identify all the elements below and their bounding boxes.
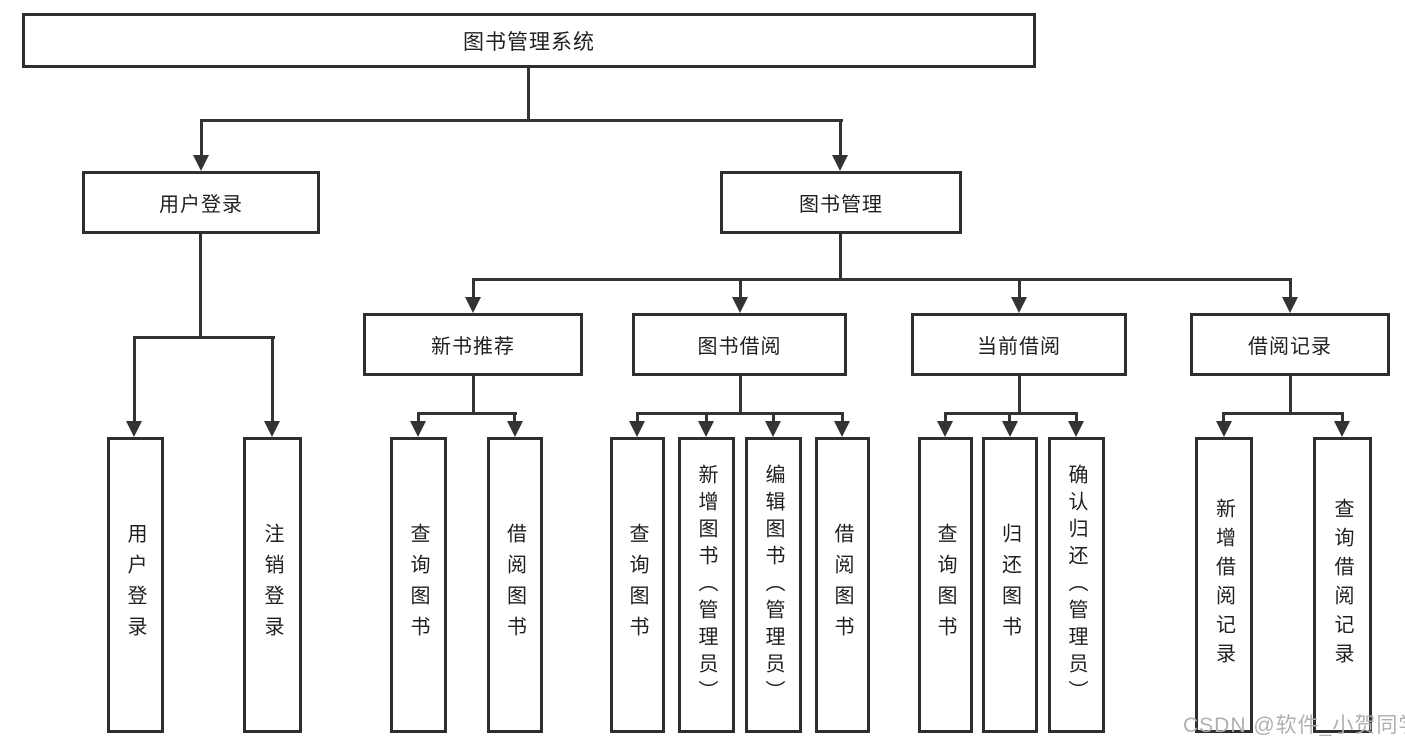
connector-group-bar [1222, 412, 1343, 415]
connector-userlogin-stub [133, 336, 136, 423]
leaf-query-books-borrowing: 查询图书 [610, 437, 665, 733]
connector-leaf-stub [1075, 412, 1078, 424]
connector-root-stem [527, 66, 530, 120]
connector-arrowhead [1334, 421, 1350, 437]
connector-leaf-stub [1341, 412, 1344, 424]
connector-arrowhead [937, 421, 953, 437]
connector-leaf-stub [1008, 412, 1011, 424]
connector-leaf-stub [705, 412, 708, 424]
connector-arrowhead [1002, 421, 1018, 437]
connector-arrowhead [126, 421, 142, 437]
connector-arrowhead [507, 421, 523, 437]
leaf-add-book-admin: 新增图书（管理员） [678, 437, 735, 733]
connector-root-bar [200, 119, 843, 122]
connector-arrowhead [465, 297, 481, 313]
connector-arrowhead [410, 421, 426, 437]
connector-arrowhead [832, 155, 848, 171]
connector-group-stem [739, 376, 742, 415]
leaf-logout: 注销登录 [243, 437, 302, 733]
connector-l3-stub [472, 278, 475, 300]
leaf-borrow-books-borrowing: 借阅图书 [815, 437, 870, 733]
connector-userlogin-stem [199, 234, 202, 339]
node-current-borrowing: 当前借阅 [911, 313, 1127, 376]
node-new-book-recommend: 新书推荐 [363, 313, 583, 376]
leaf-query-borrow-record: 查询借阅记录 [1313, 437, 1372, 733]
connector-arrowhead [193, 155, 209, 171]
node-book-management: 图书管理 [720, 171, 962, 234]
leaf-confirm-return-admin: 确认归还（管理员） [1048, 437, 1105, 733]
connector-arrowhead [732, 297, 748, 313]
connector-bookmgmt-bar [472, 278, 1292, 281]
connector-arrowhead [834, 421, 850, 437]
connector-leaf-stub [513, 412, 516, 424]
connector-root-right-stub [839, 119, 842, 157]
connector-leaf-stub [841, 412, 844, 424]
connector-arrowhead [264, 421, 280, 437]
connector-leaf-stub [636, 412, 639, 424]
connector-leaf-stub [944, 412, 947, 424]
connector-root-left-stub [200, 119, 203, 157]
connector-leaf-stub [417, 412, 420, 424]
leaf-query-books-recommend: 查询图书 [390, 437, 447, 733]
leaf-query-books-current: 查询图书 [918, 437, 973, 733]
leaf-edit-book-admin: 编辑图书（管理员） [745, 437, 802, 733]
connector-group-bar [636, 412, 844, 415]
node-book-borrowing: 图书借阅 [632, 313, 847, 376]
connector-arrowhead [698, 421, 714, 437]
connector-arrowhead [629, 421, 645, 437]
node-user-login: 用户登录 [82, 171, 320, 234]
connector-leaf-stub [772, 412, 775, 424]
csdn-watermark: CSDN @软件_小贺同学 [1183, 714, 1405, 737]
connector-bookmgmt-stem [839, 234, 842, 281]
connector-arrowhead [765, 421, 781, 437]
connector-userlogin-bar [133, 336, 275, 339]
leaf-add-borrow-record: 新增借阅记录 [1195, 437, 1253, 733]
connector-arrowhead [1216, 421, 1232, 437]
leaf-return-book: 归还图书 [982, 437, 1038, 733]
connector-userlogin-stub [271, 336, 274, 423]
connector-arrowhead [1068, 421, 1084, 437]
connector-group-bar [944, 412, 1078, 415]
connector-group-bar [417, 412, 517, 415]
connector-l3-stub [739, 278, 742, 300]
connector-leaf-stub [1222, 412, 1225, 424]
connector-l3-stub [1289, 278, 1292, 300]
connector-group-stem [472, 376, 475, 415]
connector-arrowhead [1282, 297, 1298, 313]
leaf-borrow-books-recommend: 借阅图书 [487, 437, 543, 733]
connector-group-stem [1018, 376, 1021, 415]
node-root: 图书管理系统 [22, 13, 1036, 68]
leaf-user-login: 用户登录 [107, 437, 164, 733]
connector-arrowhead [1011, 297, 1027, 313]
connector-group-stem [1289, 376, 1292, 415]
connector-l3-stub [1018, 278, 1021, 300]
node-borrowing-records: 借阅记录 [1190, 313, 1390, 376]
